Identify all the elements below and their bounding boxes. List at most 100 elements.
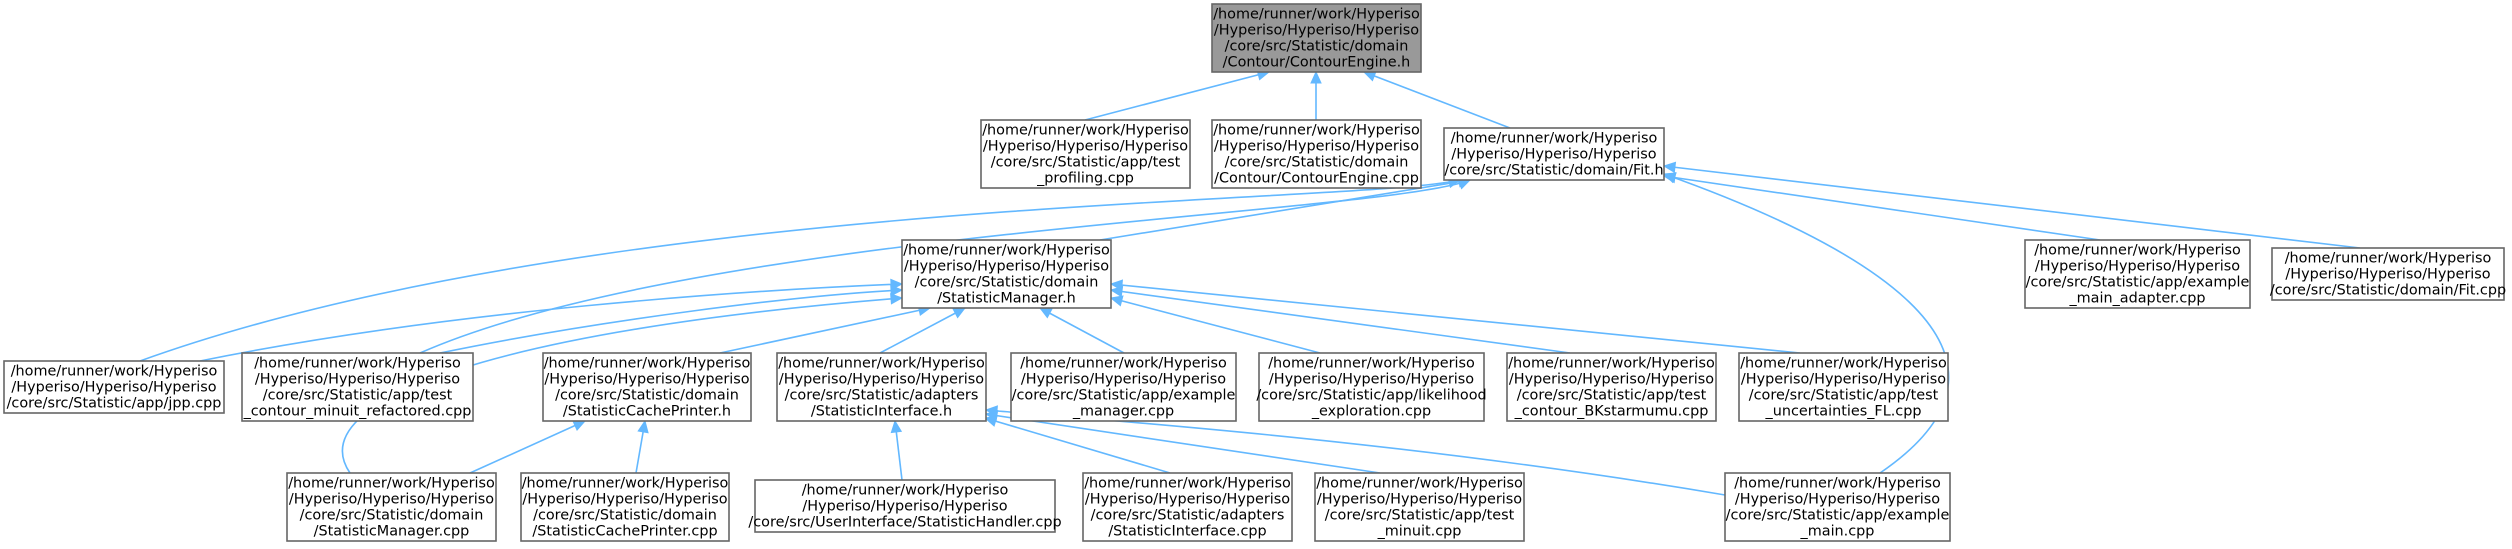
node-label-line: /Hyperiso/Hyperiso/Hyperiso bbox=[1735, 492, 1940, 508]
node-label-line: /core/src/Statistic/domain bbox=[1225, 155, 1409, 171]
edge-test_contour_bkstarmumu_cpp-to-statistic_manager_h bbox=[1109, 285, 1571, 354]
node-box bbox=[1443, 127, 1665, 181]
node-label-line: /Hyperiso/Hyperiso/Hyperiso bbox=[1214, 23, 1419, 39]
node-label-line: /StatisticManager.cpp bbox=[314, 524, 470, 540]
nodes-layer: /home/runner/work/Hyperiso/Hyperiso/Hype… bbox=[3, 3, 2506, 542]
node-label-line: /StatisticCachePrinter.h bbox=[563, 404, 731, 420]
node-label-line: _minuit.cpp bbox=[1377, 524, 1462, 540]
edge-statistic_interface_cpp-to-statistic_interface_h bbox=[983, 415, 1171, 474]
node-label-line: /Hyperiso/Hyperiso/Hyperiso bbox=[1269, 372, 1474, 388]
node-likelihood-exploration-cpp[interactable]: /home/runner/work/Hyperiso/Hyperiso/Hype… bbox=[1256, 352, 1487, 422]
node-label-line: /home/runner/work/Hyperiso bbox=[1084, 476, 1291, 492]
node-box bbox=[3, 360, 225, 414]
node-test-profiling-cpp[interactable]: /home/runner/work/Hyperiso/Hyperiso/Hype… bbox=[980, 119, 1191, 189]
node-label-line: /Contour/ContourEngine.cpp bbox=[1214, 171, 1419, 187]
node-test-contour-minuit-refactored-cpp[interactable]: /home/runner/work/Hyperiso/Hyperiso/Hype… bbox=[241, 352, 474, 422]
edge-likelihood_exploration_cpp-to-statistic_manager_h bbox=[1109, 295, 1321, 354]
node-label-line: /Hyperiso/Hyperiso/Hyperiso bbox=[1509, 372, 1714, 388]
node-test-minuit-cpp[interactable]: /home/runner/work/Hyperiso/Hyperiso/Hype… bbox=[1314, 472, 1525, 542]
node-label-line: /core/src/Statistic/domain bbox=[1225, 39, 1409, 55]
node-label-line: /core/src/Statistic/app/test bbox=[1517, 388, 1707, 404]
node-label-line: /home/runner/work/Hyperiso bbox=[2034, 243, 2241, 259]
node-label-line: /Hyperiso/Hyperiso/Hyperiso bbox=[1085, 492, 1290, 508]
node-label-line: /home/runner/work/Hyperiso bbox=[1020, 356, 1227, 372]
node-label-line: /core/src/Statistic/domain/Fit.h bbox=[1444, 163, 1663, 179]
node-box bbox=[2271, 247, 2505, 301]
node-label-line: /Hyperiso/Hyperiso/Hyperiso bbox=[779, 372, 984, 388]
node-box bbox=[520, 472, 730, 542]
node-box bbox=[754, 479, 1056, 533]
node-label-line: /Hyperiso/Hyperiso/Hyperiso bbox=[544, 372, 749, 388]
node-label-line: /Hyperiso/Hyperiso/Hyperiso bbox=[2285, 267, 2490, 283]
node-box bbox=[1010, 352, 1237, 422]
node-label-line: /core/src/Statistic/app/test bbox=[991, 155, 1181, 171]
node-label-line: _exploration.cpp bbox=[1311, 404, 1431, 420]
node-box bbox=[1211, 3, 1422, 73]
edge-line bbox=[879, 307, 966, 354]
node-jpp-cpp[interactable]: /home/runner/work/Hyperiso/Hyperiso/Hype… bbox=[3, 360, 225, 414]
node-box bbox=[1082, 472, 1293, 542]
node-statistic-interface-h[interactable]: /home/runner/work/Hyperiso/Hyperiso/Hype… bbox=[776, 352, 987, 422]
edge-example_main_adapter_cpp-to-fit_h bbox=[1662, 171, 2101, 241]
node-label-line: /Hyperiso/Hyperiso/Hyperiso bbox=[1317, 492, 1522, 508]
node-label-line: _profiling.cpp bbox=[1036, 171, 1134, 187]
node-example-main-adapter-cpp[interactable]: /home/runner/work/Hyperiso/Hyperiso/Hype… bbox=[2024, 239, 2251, 309]
node-box bbox=[1258, 352, 1485, 422]
edge-arrowhead bbox=[984, 405, 998, 417]
node-contour-engine-cpp[interactable]: /home/runner/work/Hyperiso/Hyperiso/Hype… bbox=[1211, 119, 1422, 189]
node-label-line: /Hyperiso/Hyperiso/Hyperiso bbox=[522, 492, 727, 508]
node-box bbox=[980, 119, 1191, 189]
node-test-uncertainties-fl-cpp[interactable]: /home/runner/work/Hyperiso/Hyperiso/Hype… bbox=[1738, 352, 1949, 422]
node-label-line: _manager.cpp bbox=[1072, 404, 1174, 420]
node-statistic-handler-cpp[interactable]: /home/runner/work/Hyperiso/Hyperiso/Hype… bbox=[748, 479, 1062, 533]
node-label-line: /home/runner/work/Hyperiso bbox=[254, 356, 461, 372]
node-label-line: /home/runner/work/Hyperiso bbox=[1451, 131, 1658, 147]
node-label-line: /Hyperiso/Hyperiso/Hyperiso bbox=[11, 380, 216, 396]
edge-line bbox=[719, 307, 931, 354]
node-statistic-cache-printer-h[interactable]: /home/runner/work/Hyperiso/Hyperiso/Hype… bbox=[542, 352, 752, 422]
node-box bbox=[901, 239, 1112, 309]
node-label-line: _contour_BKstarmumu.cpp bbox=[1514, 404, 1709, 420]
node-box bbox=[2024, 239, 2251, 309]
edge-jpp_cpp-to-fit_h bbox=[139, 176, 1462, 362]
edge-arrowhead bbox=[1109, 279, 1124, 291]
node-label-line: /home/runner/work/Hyperiso bbox=[544, 356, 751, 372]
edge-arrowhead bbox=[1310, 70, 1322, 84]
node-statistic-manager-h[interactable]: /home/runner/work/Hyperiso/Hyperiso/Hype… bbox=[901, 239, 1112, 309]
node-label-line: /Hyperiso/Hyperiso/Hyperiso bbox=[1451, 147, 1656, 163]
node-label-line: /core/src/UserInterface/StatisticHandler… bbox=[748, 515, 1061, 531]
node-box bbox=[1314, 472, 1525, 542]
node-label-line: /core/src/Statistic/adapters bbox=[1091, 508, 1285, 524]
edge-line bbox=[1110, 289, 1571, 354]
node-label-line: /StatisticCachePrinter.cpp bbox=[532, 524, 717, 540]
node-example-manager-cpp[interactable]: /home/runner/work/Hyperiso/Hyperiso/Hype… bbox=[1010, 352, 1237, 422]
node-label-line: /StatisticManager.h bbox=[937, 291, 1076, 307]
edge-line bbox=[139, 179, 1461, 362]
node-fit-cpp[interactable]: /home/runner/work/Hyperiso/Hyperiso/Hype… bbox=[2270, 247, 2506, 301]
node-label-line: /home/runner/work/Hyperiso bbox=[288, 476, 495, 492]
node-label-line: /home/runner/work/Hyperiso bbox=[1316, 476, 1523, 492]
node-fit-h[interactable]: /home/runner/work/Hyperiso/Hyperiso/Hype… bbox=[1443, 127, 1665, 181]
node-statistic-cache-printer-cpp[interactable]: /home/runner/work/Hyperiso/Hyperiso/Hype… bbox=[520, 472, 730, 542]
node-label-line: /home/runner/work/Hyperiso bbox=[2285, 251, 2492, 267]
edge-line bbox=[1663, 173, 1950, 474]
node-label-line: /core/src/Statistic/app/likelihood bbox=[1256, 388, 1486, 404]
node-example-main-cpp[interactable]: /home/runner/work/Hyperiso/Hyperiso/Hype… bbox=[1724, 472, 1951, 542]
node-statistic-interface-cpp[interactable]: /home/runner/work/Hyperiso/Hyperiso/Hype… bbox=[1082, 472, 1293, 542]
node-box bbox=[1738, 352, 1949, 422]
node-label-line: /home/runner/work/Hyperiso bbox=[1213, 7, 1420, 23]
edge-line bbox=[1039, 307, 1125, 354]
node-label-line: /core/src/Statistic/app/test bbox=[263, 388, 453, 404]
edge-arrowhead bbox=[1662, 172, 1677, 184]
node-statistic-manager-cpp[interactable]: /home/runner/work/Hyperiso/Hyperiso/Hype… bbox=[286, 472, 497, 542]
node-label-line: /home/runner/work/Hyperiso bbox=[1213, 123, 1420, 139]
edge-arrowhead bbox=[952, 307, 967, 319]
node-label-line: /Hyperiso/Hyperiso/Hyperiso bbox=[904, 259, 1109, 275]
edge-statistic_manager_cpp-to-statistic_cache_printer_h bbox=[469, 420, 587, 474]
node-label-line: /Hyperiso/Hyperiso/Hyperiso bbox=[802, 499, 1007, 515]
edge-line bbox=[1084, 71, 1270, 121]
node-test-contour-bkstarmumu-cpp[interactable]: /home/runner/work/Hyperiso/Hyperiso/Hype… bbox=[1506, 352, 1717, 422]
edge-example_manager_cpp-to-statistic_manager_h bbox=[1038, 307, 1125, 354]
node-label-line: /Hyperiso/Hyperiso/Hyperiso bbox=[1741, 372, 1946, 388]
node-label-line: /home/runner/work/Hyperiso bbox=[1740, 356, 1947, 372]
